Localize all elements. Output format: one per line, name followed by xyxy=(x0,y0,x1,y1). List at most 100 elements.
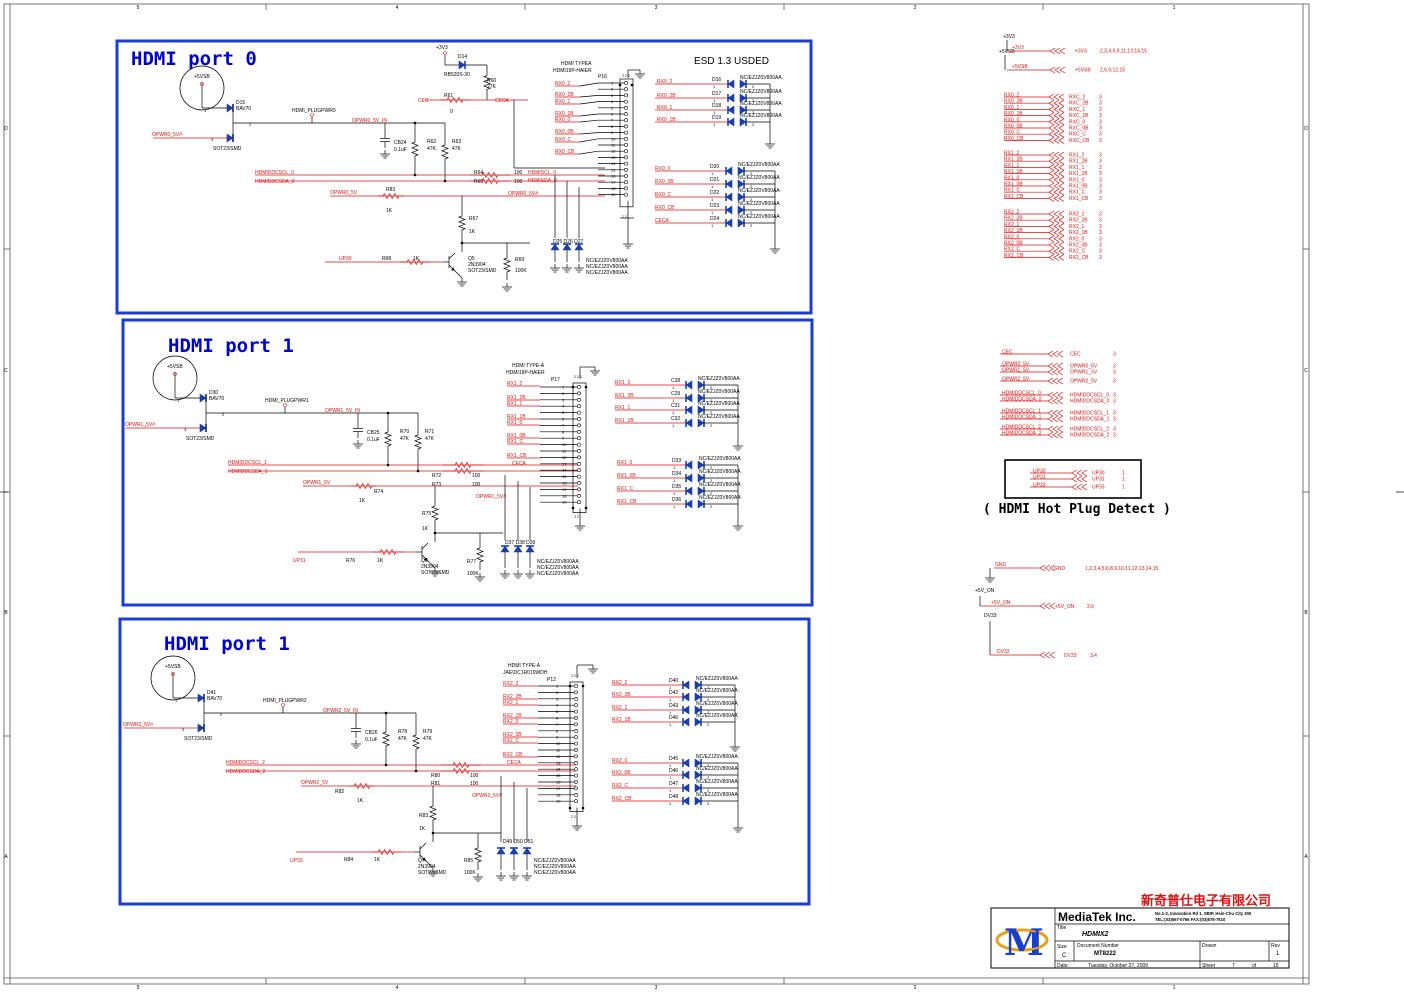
resistor xyxy=(458,210,466,236)
esd-low-refs: D25 D26 D27 xyxy=(553,239,584,245)
esd-net: RX2_0 xyxy=(612,758,628,764)
junction xyxy=(568,806,572,810)
up-net: UP30 xyxy=(339,256,352,262)
npn-transistor xyxy=(414,842,427,862)
rx-label: RX2_2 xyxy=(1069,212,1085,218)
pin-num: 1 xyxy=(669,801,672,806)
wire xyxy=(382,713,390,765)
opwr-5vin-net: OPWR2_5V_IN xyxy=(323,708,358,714)
pin-num: 1 xyxy=(673,478,676,483)
esd-diode xyxy=(525,545,535,553)
pin-num: 7 xyxy=(611,118,614,123)
ground-symbol xyxy=(525,570,535,579)
diode-body xyxy=(199,393,207,403)
conn-sig-net: RX0_C xyxy=(555,137,572,143)
esd-diode xyxy=(685,460,693,470)
chevron xyxy=(1053,216,1060,224)
chevron xyxy=(1053,118,1060,126)
pin-num: 14 xyxy=(556,767,561,772)
rx-net: RX1_0 xyxy=(1004,175,1020,181)
resistor xyxy=(371,848,401,856)
border-row-label: B xyxy=(4,610,8,616)
esd-low-part: NC/EZJZ0V800AA xyxy=(537,559,579,565)
junction xyxy=(581,684,585,688)
connector-pin xyxy=(624,136,628,141)
border-row-label: D xyxy=(1304,126,1308,132)
res-val: 47K xyxy=(400,436,410,442)
rx-label: RX1_2B xyxy=(1069,159,1088,165)
esd-net: RX1_0 xyxy=(617,460,633,466)
emitter-arrow xyxy=(451,267,455,271)
cap-ref: CB24 xyxy=(394,140,407,146)
junction xyxy=(584,506,588,510)
esd-part: NC/EZJZ0V800AA xyxy=(738,188,780,194)
diode-body xyxy=(522,847,532,855)
pin-circle xyxy=(200,82,204,86)
chevron xyxy=(1058,118,1065,126)
border-col-label: 4 xyxy=(396,985,399,991)
opwr5v-net: OPWR0_5V xyxy=(330,190,358,196)
ground-symbol xyxy=(457,278,467,287)
chevron xyxy=(1081,483,1088,491)
wire xyxy=(440,96,470,104)
rx-page: 3 xyxy=(1099,184,1102,190)
pin-num: 2 xyxy=(707,697,710,702)
res-ref: R60 xyxy=(487,78,496,84)
esd-diode xyxy=(682,783,690,793)
conn-part: HDMI19P-HAIER xyxy=(553,68,592,74)
conn-sig-net: RX1_C xyxy=(507,439,524,445)
chevron xyxy=(1052,391,1059,399)
pin-num: 1 xyxy=(177,398,180,403)
res-ref: R76 xyxy=(346,558,355,564)
chevron xyxy=(1053,106,1060,113)
conn-type: HDMI TYPE-A xyxy=(512,363,545,369)
diode-body xyxy=(697,405,705,415)
rx-net: RX2_CB xyxy=(1004,253,1024,259)
npn-transistor xyxy=(443,252,456,272)
chevron xyxy=(1057,362,1064,370)
res-ref: R75 xyxy=(422,511,431,517)
pin-num: 2 xyxy=(752,84,755,89)
ceca-net: CECA xyxy=(495,98,510,104)
rx-net: RX1_0B xyxy=(1004,182,1023,188)
offpage-chevron xyxy=(1048,216,1065,224)
pin-num: 2 xyxy=(562,391,565,396)
rx-page: 3 xyxy=(1099,255,1102,261)
esd-low-part: NC/EZJZ0V800AA xyxy=(586,258,628,264)
res-ref: R83 xyxy=(419,813,428,819)
up-net: UP31 xyxy=(293,558,306,564)
pin-num: 13 xyxy=(611,155,616,160)
res-val: 47K xyxy=(425,436,435,442)
ctrl-net: HDMIDDCSCL_2 xyxy=(1002,425,1041,431)
capacitor xyxy=(351,722,361,738)
chevron xyxy=(1053,247,1060,255)
esd-part: NC/EZJZ0V800AA xyxy=(699,482,741,488)
pin-num: 2 xyxy=(750,210,753,215)
pin-num: 17 xyxy=(562,487,567,492)
res-ref: R61 xyxy=(444,93,453,99)
esd-diode xyxy=(727,117,735,127)
esd-diode xyxy=(697,473,705,483)
pin-num: 5 xyxy=(562,410,565,415)
rx-net: RX0_C xyxy=(1004,130,1021,136)
pin-num: 2 xyxy=(249,122,252,127)
conn-sig-net: RX2_0B xyxy=(503,732,522,738)
conn-type: HDMI TYPE-A xyxy=(508,663,541,669)
rx-label: RX1_2 xyxy=(1069,153,1085,159)
esd-ref: D21 xyxy=(710,177,719,183)
res-val: 100 xyxy=(470,781,479,787)
connector-pin xyxy=(574,786,578,791)
chevron xyxy=(1053,223,1060,230)
esd-ref: D47 xyxy=(669,781,678,787)
pin-num: 2 xyxy=(707,801,710,806)
title-value: HDMIX2 xyxy=(1082,931,1109,938)
pin-num: 8 xyxy=(562,429,565,434)
opwr-5vin-net: OPWR0_5V_IN xyxy=(352,118,387,124)
chevron xyxy=(1047,397,1054,405)
pin-num: 1 xyxy=(175,698,178,703)
pin-num: 2 xyxy=(710,385,713,390)
connector-pin xyxy=(624,118,628,123)
conn-part: HDMI19P-HAIER xyxy=(506,370,545,376)
diode-body xyxy=(694,705,702,715)
